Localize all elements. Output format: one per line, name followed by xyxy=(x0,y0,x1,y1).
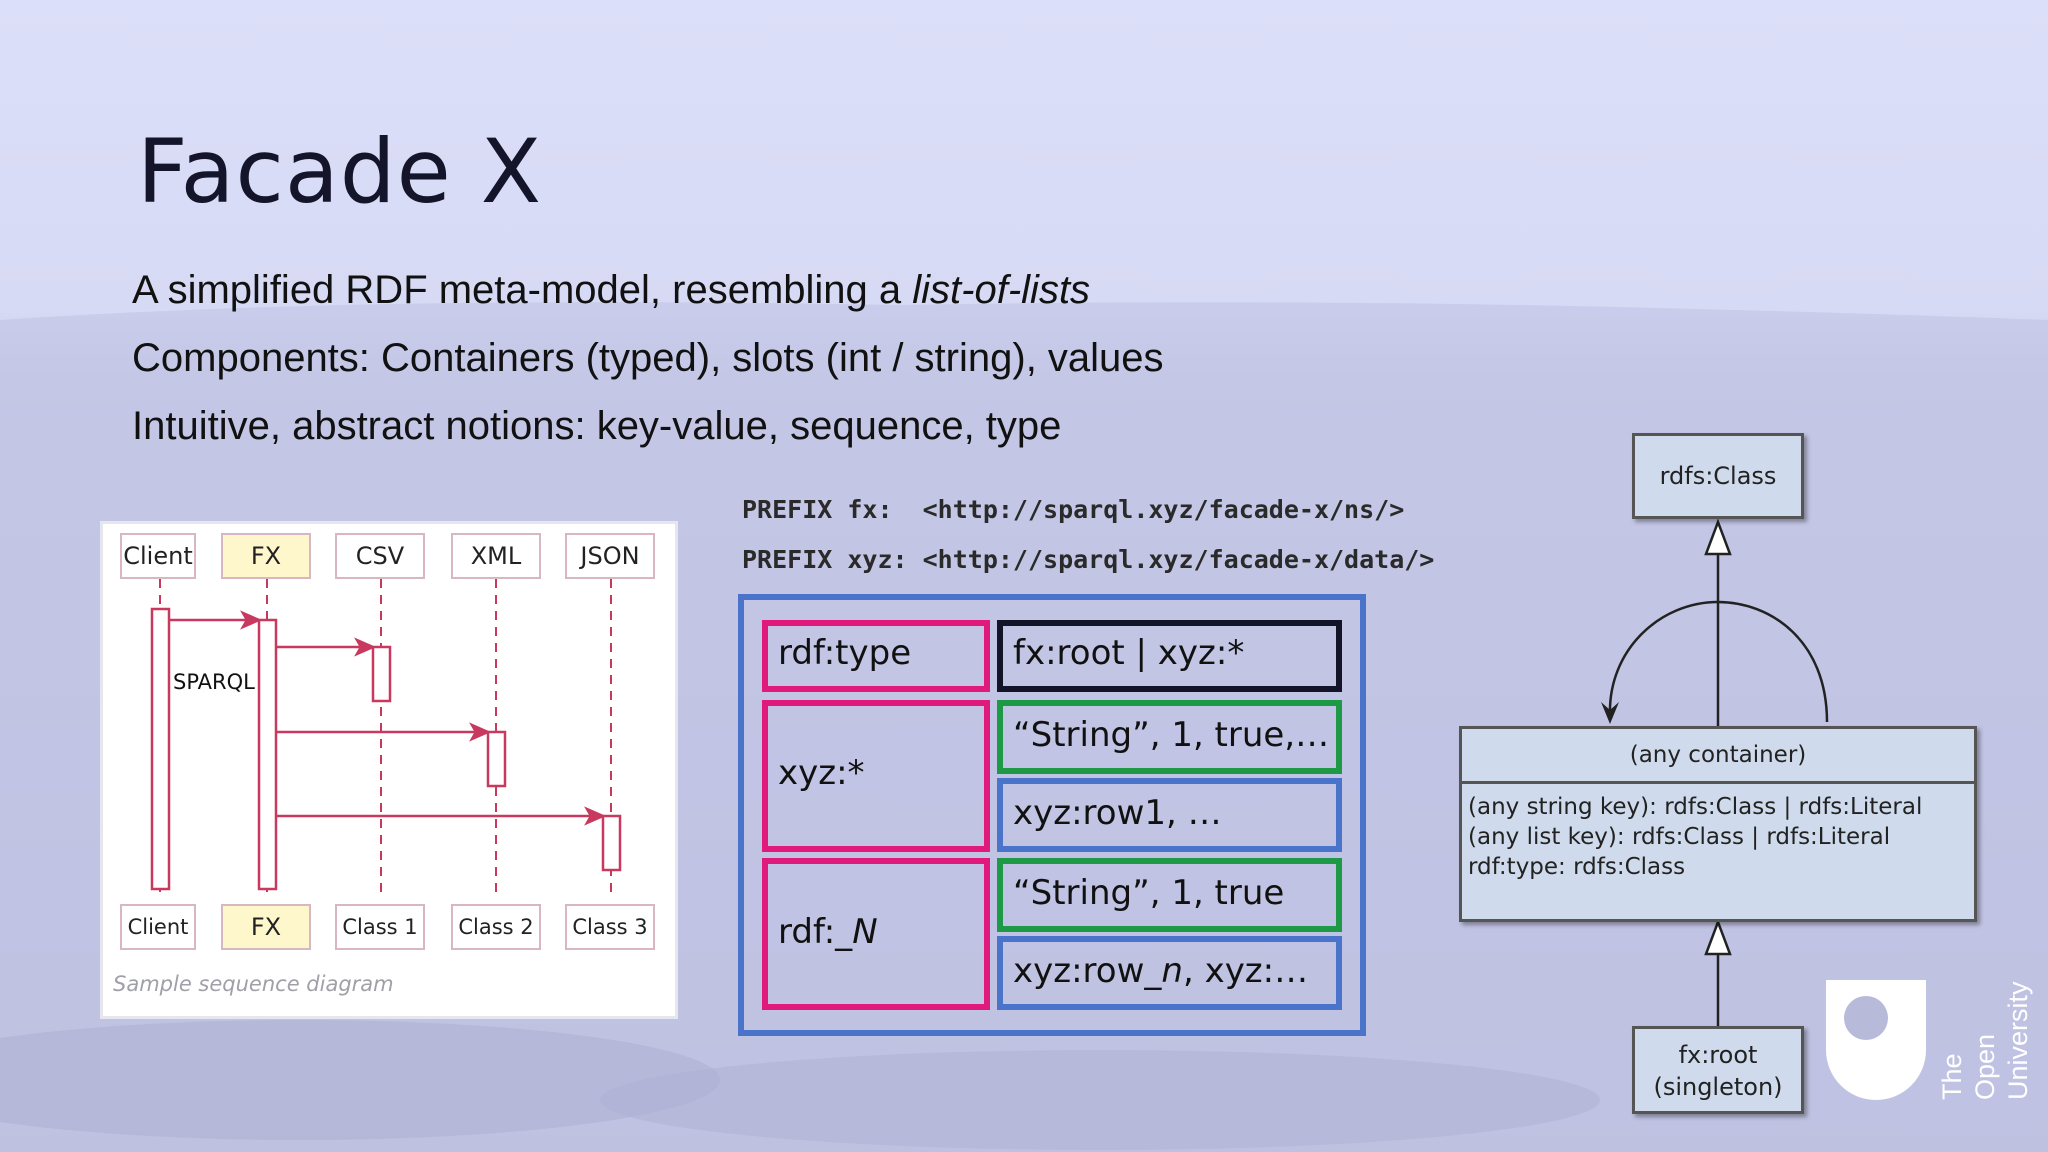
uml-attr-string-key: (any string key): rdfs:Class | rdfs:Lite… xyxy=(1468,794,1923,820)
key-box-rdf-type xyxy=(762,620,990,692)
value-literal-1: “String”, 1, true,… xyxy=(1013,715,1330,755)
key-rdf-type: rdf:type xyxy=(778,633,912,673)
value-literal-2: “String”, 1, true xyxy=(1013,873,1285,913)
sequence-caption: Sample sequence diagram xyxy=(113,972,394,996)
lifeline-bottom-client: Client xyxy=(120,904,196,950)
lifeline-bottom-fx: FX xyxy=(221,904,311,950)
sequence-diagram: Client FX CSV XML JSON SPARQL Client FX … xyxy=(100,521,678,1019)
uml-attr-rdf-type: rdf:type: rdfs:Class xyxy=(1468,854,1686,880)
key-xyz: xyz:* xyxy=(778,753,865,793)
uml-attr-list-key: (any list key): rdfs:Class | rdfs:Litera… xyxy=(1468,824,1891,850)
open-university-wordmark: The Open University xyxy=(1936,980,2033,1100)
logo-text-line1: The Open xyxy=(1937,1033,2000,1100)
value-box-literal-1 xyxy=(997,700,1342,774)
uml-root-box: fx:root (singleton) xyxy=(1632,1026,1804,1114)
bullet-3: Intuitive, abstract notions: key-value, … xyxy=(132,404,1062,448)
open-university-shield-icon xyxy=(1826,980,1926,1100)
value-box-list-2 xyxy=(997,936,1342,1010)
lifeline-top-client: Client xyxy=(120,533,196,579)
slide-title: Facade X xyxy=(137,120,543,223)
value-box-literal-2 xyxy=(997,858,1342,932)
lifeline-top-xml: XML xyxy=(451,533,541,579)
uml-root-line-2: (singleton) xyxy=(1653,1073,1783,1101)
key-box-rdf-n xyxy=(762,858,990,1010)
uml-container-title: (any container) xyxy=(1462,729,1974,784)
prefix-xyz: PREFIX xyz: <http://sparql.xyz/facade-x/… xyxy=(742,545,1435,574)
sequence-lines xyxy=(150,579,622,894)
logo-text-line2: University xyxy=(2003,981,2033,1100)
lifeline-bottom-class1: Class 1 xyxy=(335,904,425,950)
uml-container-box: (any container) (any string key): rdfs:C… xyxy=(1459,726,1977,922)
value-box-root xyxy=(997,620,1342,692)
value-list-2: xyz:row_n, xyz:… xyxy=(1013,951,1309,991)
value-box-list-1 xyxy=(997,778,1342,852)
prefix-fx: PREFIX fx: <http://sparql.xyz/facade-x/n… xyxy=(742,495,1405,524)
message-label-sparql: SPARQL xyxy=(173,670,255,694)
key-box-xyz xyxy=(762,700,990,852)
value-list-1: xyz:row1, … xyxy=(1013,793,1222,833)
lifeline-bottom-class2: Class 2 xyxy=(451,904,541,950)
value-root: fx:root | xyz:* xyxy=(1013,633,1245,673)
uml-connectors xyxy=(1601,518,1829,1030)
lifeline-top-json: JSON xyxy=(565,533,655,579)
lifeline-top-fx: FX xyxy=(221,533,311,579)
uml-root-line-1: fx:root xyxy=(1678,1041,1758,1069)
lifeline-top-csv: CSV xyxy=(335,533,425,579)
facade-table-outer xyxy=(738,594,1366,1036)
bullet-1: A simplified RDF meta-model, resembling … xyxy=(132,268,1091,312)
key-rdf-n: rdf:_N xyxy=(778,912,878,952)
lifeline-bottom-class3: Class 3 xyxy=(565,904,655,950)
bullet-2: Components: Containers (typed), slots (i… xyxy=(132,336,1164,380)
uml-rdfs-class-box: rdfs:Class xyxy=(1632,433,1804,519)
